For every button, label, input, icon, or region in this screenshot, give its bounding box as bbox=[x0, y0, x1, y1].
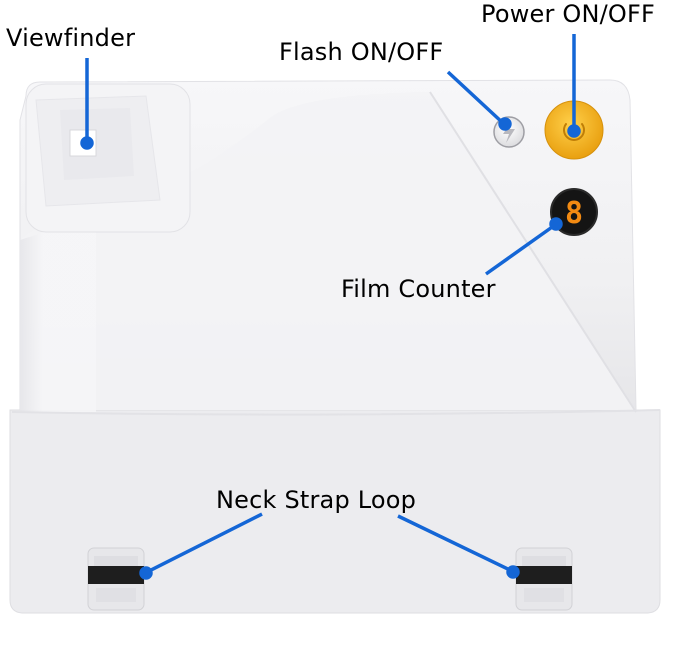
label-viewfinder: Viewfinder bbox=[6, 24, 136, 52]
callout-dot-strap-left bbox=[139, 566, 153, 580]
viewfinder-housing bbox=[25, 83, 191, 233]
camera-wedge-edge bbox=[429, 91, 637, 413]
callout-line-counter bbox=[484, 223, 557, 276]
camera-wedge bbox=[20, 92, 636, 410]
callout-dot-power bbox=[567, 124, 581, 138]
callouts bbox=[80, 34, 581, 580]
callout-line-strap-right bbox=[397, 514, 513, 573]
callout-dot-counter bbox=[549, 217, 563, 231]
camera-seam bbox=[11, 409, 661, 416]
flash-icon bbox=[503, 122, 515, 143]
callout-dot-strap-right bbox=[506, 565, 520, 579]
strap-loop-left bbox=[87, 547, 145, 611]
callout-line-strap-left bbox=[146, 512, 263, 574]
label-flash: Flash ON/OFF bbox=[279, 38, 444, 66]
label-neck-strap-loop: Neck Strap Loop bbox=[216, 486, 417, 514]
label-power: Power ON/OFF bbox=[481, 0, 656, 28]
film-counter-digit: 8 bbox=[565, 196, 583, 231]
strap-loop-right bbox=[515, 547, 573, 611]
label-film-counter: Film Counter bbox=[341, 275, 496, 303]
callout-dot-viewfinder bbox=[80, 136, 94, 150]
camera-side-shade bbox=[20, 212, 96, 412]
callout-dot-flash bbox=[498, 117, 512, 131]
callout-line-flash bbox=[446, 70, 506, 126]
